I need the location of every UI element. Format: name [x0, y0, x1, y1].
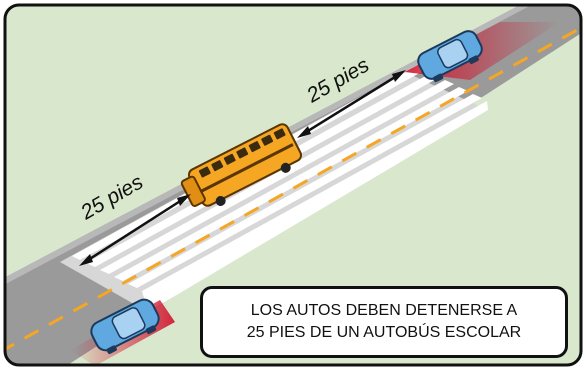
- car-bottom: [90, 298, 160, 354]
- arrow-right: [297, 70, 406, 138]
- school-bus: [180, 123, 303, 207]
- caption-line-1: LOS AUTOS DEBEN DETENERSE A: [250, 302, 518, 319]
- car-top: [417, 30, 483, 83]
- frame-border: [3, 3, 583, 367]
- arrow-left: [79, 194, 191, 266]
- caption-line-2: 25 PIES DE UN AUTOBÚS ESCOLAR: [246, 324, 522, 341]
- caption-box: LOS AUTOS DEBEN DETENERSE A 25 PIES DE U…: [200, 286, 568, 358]
